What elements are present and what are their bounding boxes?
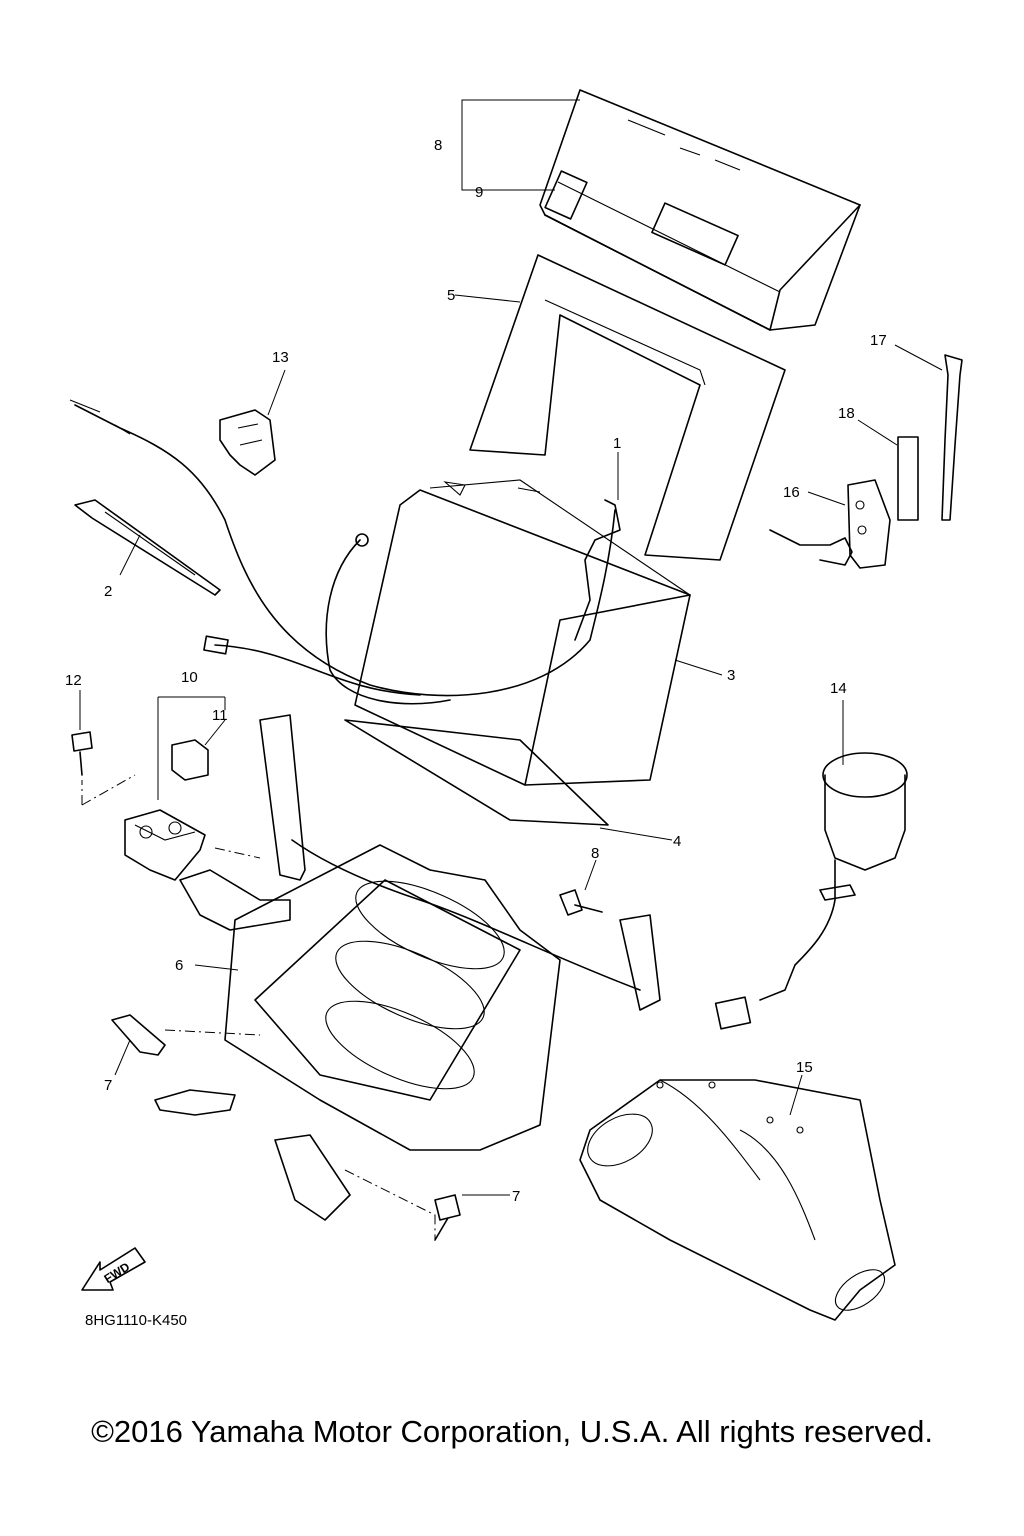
battery-plate[interactable] [344,719,609,826]
cable-tie-18[interactable] [941,354,963,521]
fuse-12[interactable] [171,739,209,781]
callout-5: 5 [447,287,455,304]
strip-19[interactable] [897,436,919,521]
callout-7: 7 [104,1077,112,1094]
battery-cables[interactable] [69,399,621,705]
battery-pad[interactable] [469,254,786,561]
callout-labels: 8 9 5 13 17 18 1 16 2 3 12 10 11 14 4 8 … [65,137,887,1205]
callout-10: 9 [475,184,483,201]
callout-11: 10 [181,669,198,686]
battery-cover[interactable] [539,89,861,331]
callout-8-lower: 7 [512,1188,520,1205]
callout-14: 13 [272,349,289,366]
callout-18: 17 [870,332,887,349]
callout-2: 2 [104,583,112,600]
callout-12: 11 [212,707,228,724]
copyright-notice: ©2016 Yamaha Motor Corporation, U.S.A. A… [91,1414,933,1449]
cable-tie-2[interactable] [74,499,221,596]
bolt-8-lower[interactable] [434,1194,461,1241]
callout-15: 14 [830,680,847,697]
callout-17: 16 [783,484,800,501]
bolt-13[interactable] [71,731,93,776]
parts-diagram: 8 9 5 13 17 18 1 16 2 3 12 10 11 14 4 8 … [65,89,963,1329]
leader-lines [79,99,943,1240]
callout-6: 6 [175,957,183,974]
clamp-14[interactable] [219,409,276,476]
callout-3: 3 [727,667,735,684]
callout-13: 12 [65,672,82,689]
socket-15[interactable] [714,752,908,1030]
sensor-17[interactable] [769,479,891,569]
drawing-code: 8HG1110-K450 [85,1312,187,1329]
battery-box[interactable] [154,714,661,1221]
grommet-7[interactable] [111,1014,166,1056]
fwd-arrow-icon: FWD [81,1247,146,1291]
heat-protector[interactable] [579,1079,896,1321]
callout-16: 15 [796,1059,813,1076]
starter-relay[interactable] [124,809,206,881]
bolt-8-upper[interactable] [559,889,603,916]
fwd-label: FWD [102,1259,133,1286]
callout-9: 8 [434,137,442,154]
battery[interactable] [354,479,691,786]
callout-1: 1 [613,435,621,452]
callout-4: 4 [673,833,681,850]
callout-8-upper: 8 [591,845,599,862]
callout-19: 18 [838,405,855,422]
